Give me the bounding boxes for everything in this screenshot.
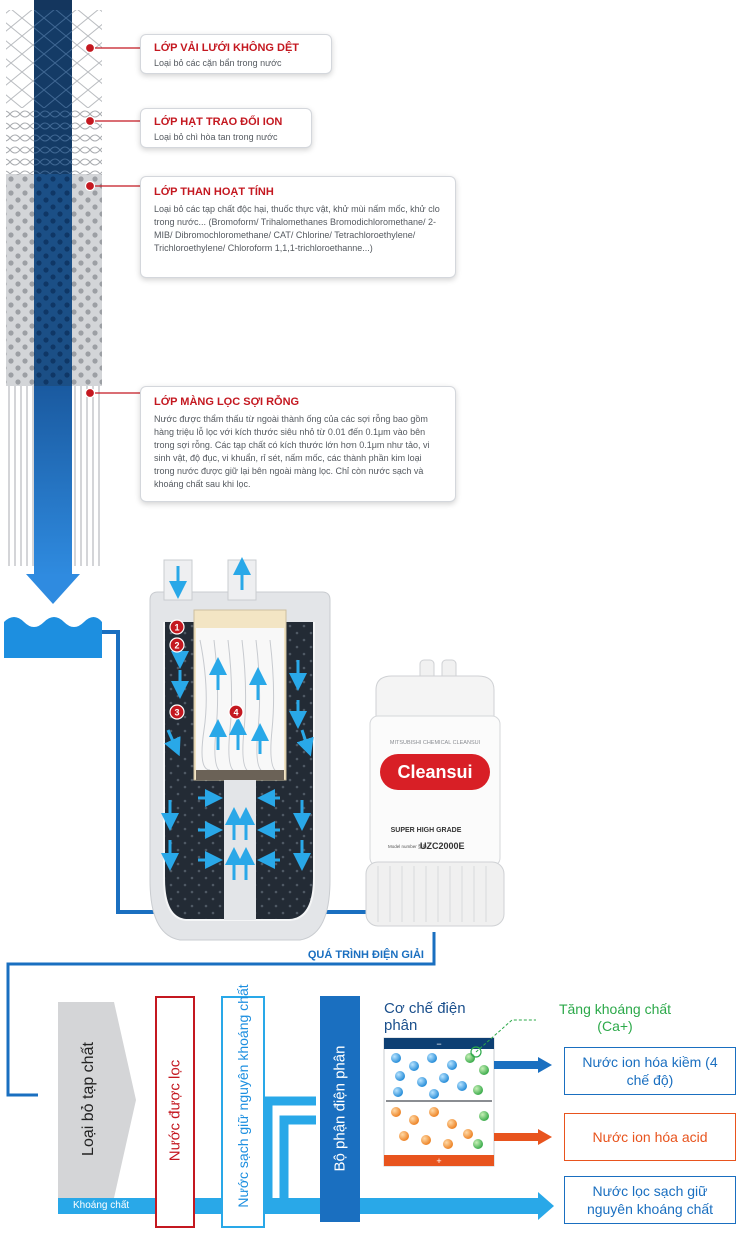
layer-callout-3: LỚP THAN HOẠT TÍNH Loại bỏ các tạp chất … <box>140 176 456 278</box>
layer-desc: Loại bỏ các cặn bẩn trong nước <box>154 58 282 68</box>
layer-callout-2: LỚP HẠT TRAO ĐỔI ION Loại bỏ chì hòa tan… <box>140 108 312 148</box>
layer-callout-1: LỚP VẢI LƯỚI KHÔNG DỆT Loại bỏ các cặn b… <box>140 34 332 74</box>
mineral-boost-label: Tăng khoáng chất (Ca+) <box>558 1001 672 1034</box>
mechanism-label: Cơ chế điện phân <box>384 1000 466 1034</box>
layer-desc: Nước được thẩm thấu từ ngoài thành ống c… <box>154 414 430 489</box>
cutaway-marker-1: 1 <box>174 623 179 633</box>
cutaway-marker-3: 3 <box>174 708 179 718</box>
layer-callout-4: LỚP MÀNG LỌC SỢI RỖNG Nước được thẩm thấ… <box>140 386 456 502</box>
remove-impurities-label: Loại bỏ tạp chất <box>80 1042 97 1156</box>
grade-text: SUPER HIGH GRADE <box>391 827 462 834</box>
cartridge-product: MITSUBISHI CHEMICAL CLEANSUI Cleansui SU… <box>365 659 505 927</box>
process-routing: QUÁ TRÌNH ĐIỆN GIẢI <box>6 932 436 1097</box>
mineral-label: Khoáng chất <box>73 1200 130 1211</box>
brand-name: Cleansui <box>397 762 472 782</box>
electrolysis-unit-label: Bộ phận điện phân <box>331 1045 349 1172</box>
ion-bubbles <box>391 1053 489 1149</box>
layer-title: LỚP THAN HOẠT TÍNH <box>154 186 274 198</box>
layer-desc: Loại bỏ các tạp chất độc hại, thuốc thực… <box>154 204 440 253</box>
layer-title: LỚP MÀNG LỌC SỢI RỖNG <box>154 396 300 408</box>
cutaway-marker-4: 4 <box>233 708 238 718</box>
model-label: Model number 型番 <box>388 843 428 850</box>
filter-layers-column <box>6 0 102 604</box>
layer-title: LỚP HẠT TRAO ĐỔI ION <box>154 116 283 128</box>
minus-electrode: − <box>436 1039 441 1049</box>
clean-mineral-water-output: Nước lọc sạch giữ nguyên khoáng chất <box>564 1176 736 1224</box>
acid-water-output: Nước ion hóa acid <box>564 1113 736 1161</box>
alkaline-water-output: Nước ion hóa kiềm (4 chế độ) <box>564 1047 736 1095</box>
down-arrow-icon <box>26 574 80 604</box>
plus-electrode: + <box>436 1156 441 1166</box>
cutaway-marker-2: 2 <box>174 641 179 651</box>
electrolysis-flow: − + <box>58 996 554 1222</box>
brand-small-text: MITSUBISHI CHEMICAL CLEANSUI <box>390 740 481 746</box>
cutaway-filter: 1 2 3 4 <box>149 557 331 941</box>
process-title: QUÁ TRÌNH ĐIỆN GIẢI <box>308 948 424 961</box>
filtered-water-label: Nước được lọc <box>166 1059 184 1162</box>
layer-title: LỚP VẢI LƯỚI KHÔNG DỆT <box>154 42 300 54</box>
cleansui-logo <box>380 754 490 790</box>
clean-water-label: Nước sạch giữ nguyên khoáng chất <box>235 984 251 1208</box>
layer-desc: Loại bỏ chì hòa tan trong nước <box>154 132 278 142</box>
water-inlet <box>4 617 372 914</box>
filtered-water-box <box>155 996 195 1228</box>
model-number: UZC2000E <box>420 841 465 851</box>
clean-water-box <box>221 996 265 1228</box>
